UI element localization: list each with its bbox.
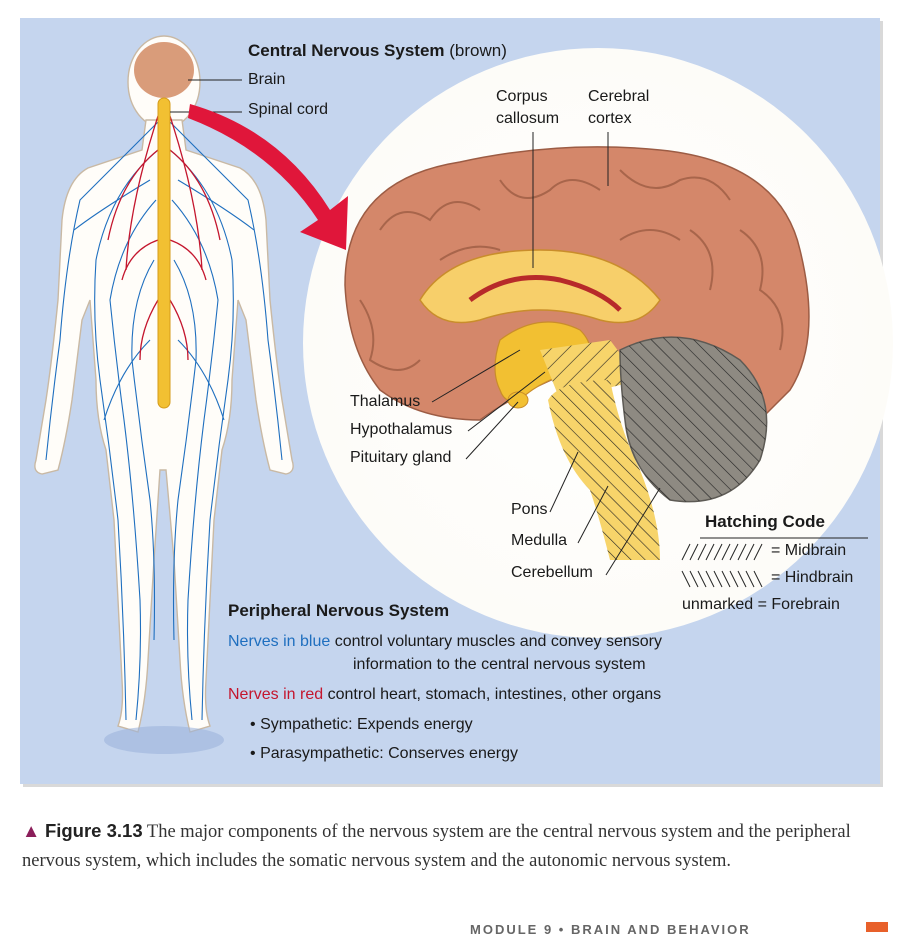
corpus-callosum-label-2: callosum bbox=[496, 110, 560, 127]
corpus-callosum-label-1: Corpus bbox=[496, 88, 548, 105]
caption-text: The major components of the nervous syst… bbox=[22, 822, 851, 871]
cns-title: Central Nervous System (brown) bbox=[248, 41, 507, 61]
spinal-cord bbox=[157, 97, 171, 409]
caption-figure-label: Figure 3.13 bbox=[44, 820, 143, 841]
cns-title-note: (brown) bbox=[449, 41, 507, 60]
pons-label: Pons bbox=[511, 501, 548, 518]
page-tab-icon bbox=[866, 922, 888, 932]
pns-blue-lead: Nerves in blue bbox=[228, 633, 331, 650]
pns-red-text: control heart, stomach, intestines, othe… bbox=[327, 686, 662, 703]
thalamus-label: Thalamus bbox=[350, 393, 421, 410]
hatch-sample-mid bbox=[681, 543, 763, 561]
hatching-code-title: Hatching Code bbox=[705, 512, 825, 531]
cerebral-cortex-label-1: Cerebral bbox=[588, 88, 650, 105]
hypothalamus-label: Hypothalamus bbox=[350, 421, 453, 438]
figure-caption: ▲ Figure 3.13 The major components of th… bbox=[22, 816, 892, 876]
caption-triangle-icon: ▲ bbox=[22, 822, 41, 842]
pns-bullet-1-text: Sympathetic: Expends energy bbox=[260, 716, 473, 733]
pns-red-line: Nerves in red control heart, stomach, in… bbox=[228, 686, 661, 704]
bullet-dot: • bbox=[250, 716, 256, 733]
hatching-forebrain: = Forebrain bbox=[757, 596, 840, 613]
blue-nerves bbox=[45, 119, 283, 721]
spinal-cord-label: Spinal cord bbox=[248, 101, 329, 118]
pns-bullet-1: • Sympathetic: Expends energy bbox=[250, 716, 473, 734]
body-shadow bbox=[104, 726, 224, 754]
brain-cross-section bbox=[344, 146, 810, 560]
cerebral-cortex-label-2: cortex bbox=[588, 110, 632, 127]
pns-blue-line: Nerves in blue control voluntary muscles… bbox=[228, 633, 662, 651]
pns-red-lead: Nerves in red bbox=[228, 686, 324, 703]
pns-bullet-2-text: Parasympathetic: Conserves energy bbox=[260, 745, 518, 762]
head-brain bbox=[134, 42, 194, 98]
red-nerves bbox=[107, 109, 221, 361]
hatch-sample-hind bbox=[681, 570, 763, 588]
brain-label: Brain bbox=[248, 71, 286, 88]
pns-blue-text-1: control voluntary muscles and convey sen… bbox=[334, 633, 662, 650]
hatching-unmarked: unmarked = Forebrain bbox=[682, 596, 840, 614]
running-head: MODULE 9 • BRAIN AND BEHAVIOR bbox=[470, 922, 751, 937]
hatching-hindbrain: = Hindbrain bbox=[771, 569, 854, 586]
pns-title: Peripheral Nervous System bbox=[228, 601, 450, 620]
hatching-midbrain: = Midbrain bbox=[771, 542, 847, 559]
pns-blue-text-2: information to the central nervous syste… bbox=[353, 656, 646, 673]
cerebellum-label: Cerebellum bbox=[511, 564, 593, 581]
pointer-arrow bbox=[188, 104, 348, 250]
hatching-unmarked-text: unmarked bbox=[682, 596, 754, 613]
medulla-label: Medulla bbox=[511, 532, 568, 549]
pns-bullet-2: • Parasympathetic: Conserves energy bbox=[250, 745, 518, 763]
cns-title-text: Central Nervous System bbox=[248, 41, 445, 60]
bullet-dot: • bbox=[250, 745, 256, 762]
pituitary-gland-label: Pituitary gland bbox=[350, 449, 452, 466]
